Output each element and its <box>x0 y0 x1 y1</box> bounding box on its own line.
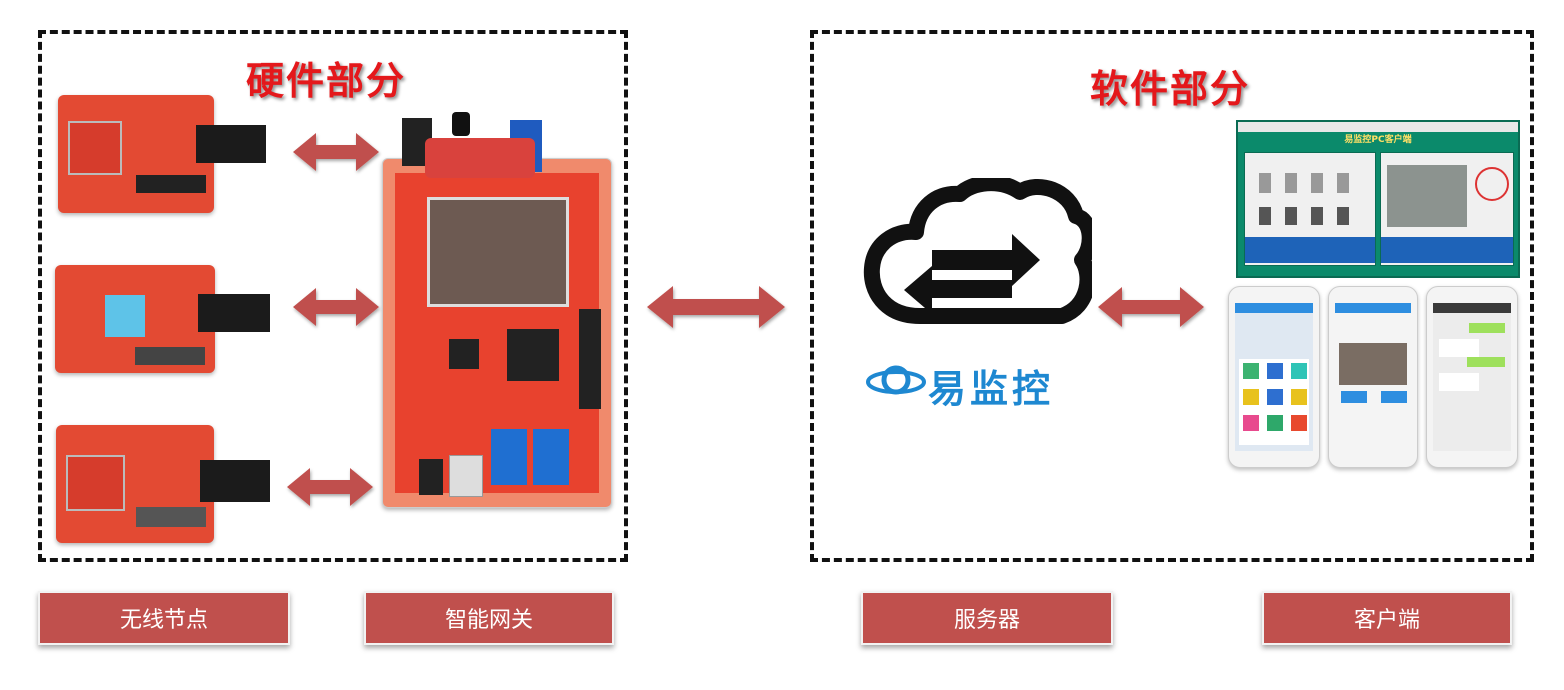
app-tile-teal <box>1291 363 1307 379</box>
pc-client-right-panel <box>1380 152 1514 266</box>
hardware-section-title: 硬件部分 <box>246 59 407 103</box>
wireless-node-board-2 <box>55 265 215 373</box>
app-tile-green <box>1243 363 1259 379</box>
stop-button[interactable] <box>1381 391 1407 403</box>
header-pins <box>136 175 206 193</box>
chat-bubble <box>1467 357 1505 367</box>
arrow-gateway-server <box>647 286 785 328</box>
gateway-buzzer <box>452 112 470 136</box>
phone-header <box>1433 303 1511 313</box>
gateway-lcd-connector <box>425 138 535 178</box>
ethernet-port <box>449 455 483 497</box>
chat-bubble <box>1439 373 1479 391</box>
chat-bubble <box>1469 323 1505 333</box>
lcd-screen <box>427 197 569 307</box>
app-tile-pink <box>1243 415 1259 431</box>
pc-client-window: 易监控PC客户端 <box>1236 120 1520 278</box>
power-jack <box>419 459 443 495</box>
app-tile-yellow <box>1243 389 1259 405</box>
cloud-sync-icon <box>863 178 1092 324</box>
sensor-module <box>66 455 125 511</box>
brand-logo-icon <box>866 365 926 395</box>
relay-2 <box>533 429 569 485</box>
phone-client-2 <box>1328 286 1418 468</box>
app-tile-yellow-2 <box>1291 389 1307 405</box>
app-tile-green-2 <box>1267 415 1283 431</box>
mcu-chip <box>507 329 559 381</box>
label-wireless-node: 无线节点 <box>38 591 290 645</box>
device-icons-row <box>1259 173 1359 193</box>
rf-module-3 <box>200 460 270 502</box>
pc-client-left-panel <box>1244 152 1376 266</box>
phone-screen <box>1335 303 1411 451</box>
phone-header <box>1335 303 1411 313</box>
phone-client-3 <box>1426 286 1518 468</box>
relay-1 <box>491 429 527 485</box>
app-tile-red <box>1291 415 1307 431</box>
gauge-icon <box>1475 167 1509 201</box>
header-pins <box>136 507 206 527</box>
app-tile-blue-2 <box>1267 389 1283 405</box>
rf-module-2 <box>198 294 270 332</box>
label-server: 服务器 <box>861 591 1113 645</box>
dht-sensor <box>105 295 145 337</box>
app-grid <box>1239 359 1309 445</box>
mcu-chip-small <box>449 339 479 369</box>
header-pins <box>579 309 601 409</box>
pc-client-titlebar <box>1238 122 1518 132</box>
phone-header <box>1235 303 1313 313</box>
wireless-node-board-1 <box>58 95 214 213</box>
sensor-module <box>68 121 122 175</box>
phone-client-1 <box>1228 286 1320 468</box>
status-bar <box>1381 237 1513 263</box>
wireless-node-board-3 <box>56 425 214 543</box>
status-bar <box>1245 237 1375 263</box>
software-section-title: 软件部分 <box>1090 67 1251 111</box>
phone-screen <box>1235 303 1313 451</box>
label-smart-gateway: 智能网关 <box>364 591 614 645</box>
pc-client-title: 易监控PC客户端 <box>1344 135 1412 145</box>
header-pins <box>135 347 205 365</box>
software-section-box <box>810 30 1534 562</box>
label-client: 客户端 <box>1262 591 1512 645</box>
rf-module-1 <box>196 125 266 163</box>
device-icons-row-2 <box>1259 207 1359 225</box>
play-button[interactable] <box>1341 391 1367 403</box>
gateway-board <box>382 158 612 508</box>
chat-bubble <box>1439 339 1479 357</box>
hardware-section-box <box>38 30 628 562</box>
camera-view <box>1387 165 1467 227</box>
video-view <box>1339 343 1407 385</box>
app-tile-blue <box>1267 363 1283 379</box>
phone-screen <box>1433 303 1511 451</box>
server-brand-name: 易监控 <box>928 367 1055 411</box>
